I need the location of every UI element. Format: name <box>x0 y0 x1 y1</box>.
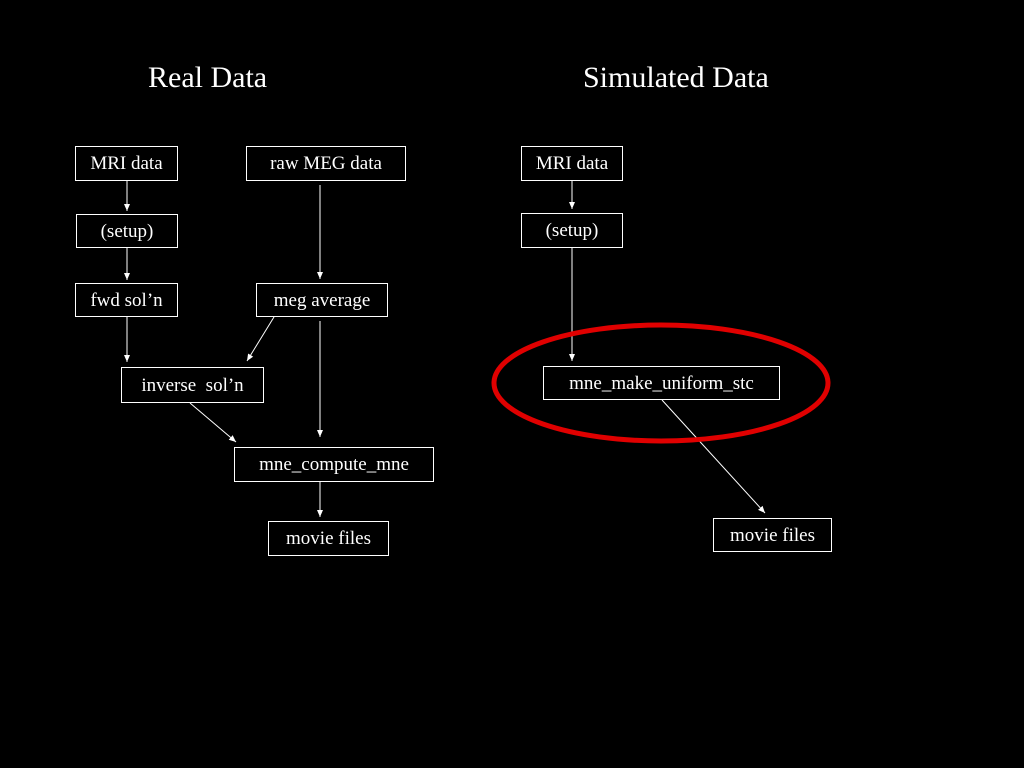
real-setup-box: (setup) <box>76 214 178 248</box>
simulated-data-title: Simulated Data <box>583 61 769 94</box>
real-raw-meg-data-box: raw MEG data <box>246 146 406 181</box>
real-meg-average-box: meg average <box>256 283 388 317</box>
sim-setup-box: (setup) <box>521 213 623 248</box>
real-movie-files-box: movie files <box>268 521 389 556</box>
arrow-inverse-to-compute <box>189 402 237 443</box>
real-fwd-soln-box: fwd sol’n <box>75 283 178 317</box>
real-data-title: Real Data <box>148 61 268 94</box>
real-mne-compute-mne-box: mne_compute_mne <box>234 447 434 482</box>
sim-mne-make-uniform-stc-box: mne_make_uniform_stc <box>543 366 780 400</box>
real-inverse-soln-box: inverse sol’n <box>121 367 264 403</box>
sim-mri-data-box: MRI data <box>521 146 623 181</box>
highlight-ellipse <box>491 322 831 444</box>
arrow-average-to-inverse <box>246 316 275 362</box>
sim-movie-files-box: movie files <box>713 518 832 552</box>
arrow-make-uniform-to-movie <box>661 399 766 514</box>
real-mri-data-box: MRI data <box>75 146 178 181</box>
